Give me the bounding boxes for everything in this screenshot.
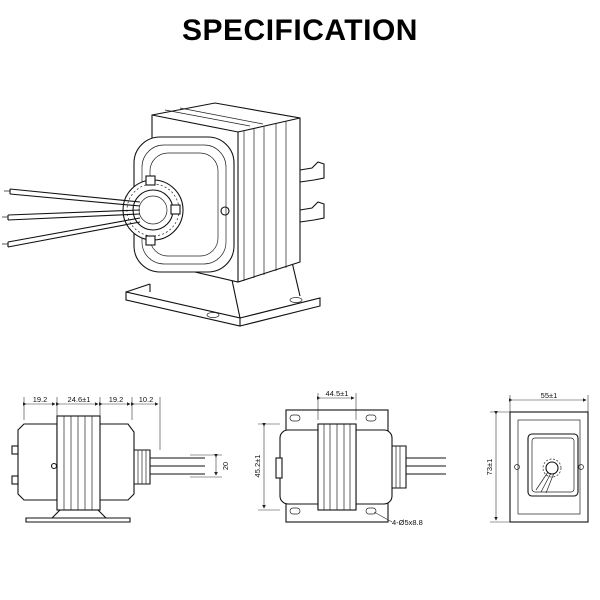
side-dim-3: 19.2 xyxy=(109,395,124,404)
side-lead-height: 20 xyxy=(221,462,230,470)
plate-height-dim: 73±1 xyxy=(485,459,494,476)
side-view-drawing: 19.2 24.6±1 19.2 10.2 20 xyxy=(11,395,230,523)
isometric-transformer-illustration xyxy=(2,102,325,327)
front-view-drawing: 44.5±1 45.2±1 4-Ø5x8.8 xyxy=(253,389,446,527)
front-width-dim: 44.5±1 xyxy=(326,389,349,398)
front-holes-callout: 4-Ø5x8.8 xyxy=(392,518,423,527)
plate-view-drawing: 55±1 73±1 xyxy=(485,391,589,523)
side-dim-2: 24.6±1 xyxy=(68,395,91,404)
side-dim-4: 10.2 xyxy=(139,395,154,404)
plate-width-dim: 55±1 xyxy=(541,391,558,400)
page-title: SPECIFICATION xyxy=(182,14,418,47)
front-height-dim: 45.2±1 xyxy=(253,455,262,478)
side-dim-1: 19.2 xyxy=(33,395,48,404)
